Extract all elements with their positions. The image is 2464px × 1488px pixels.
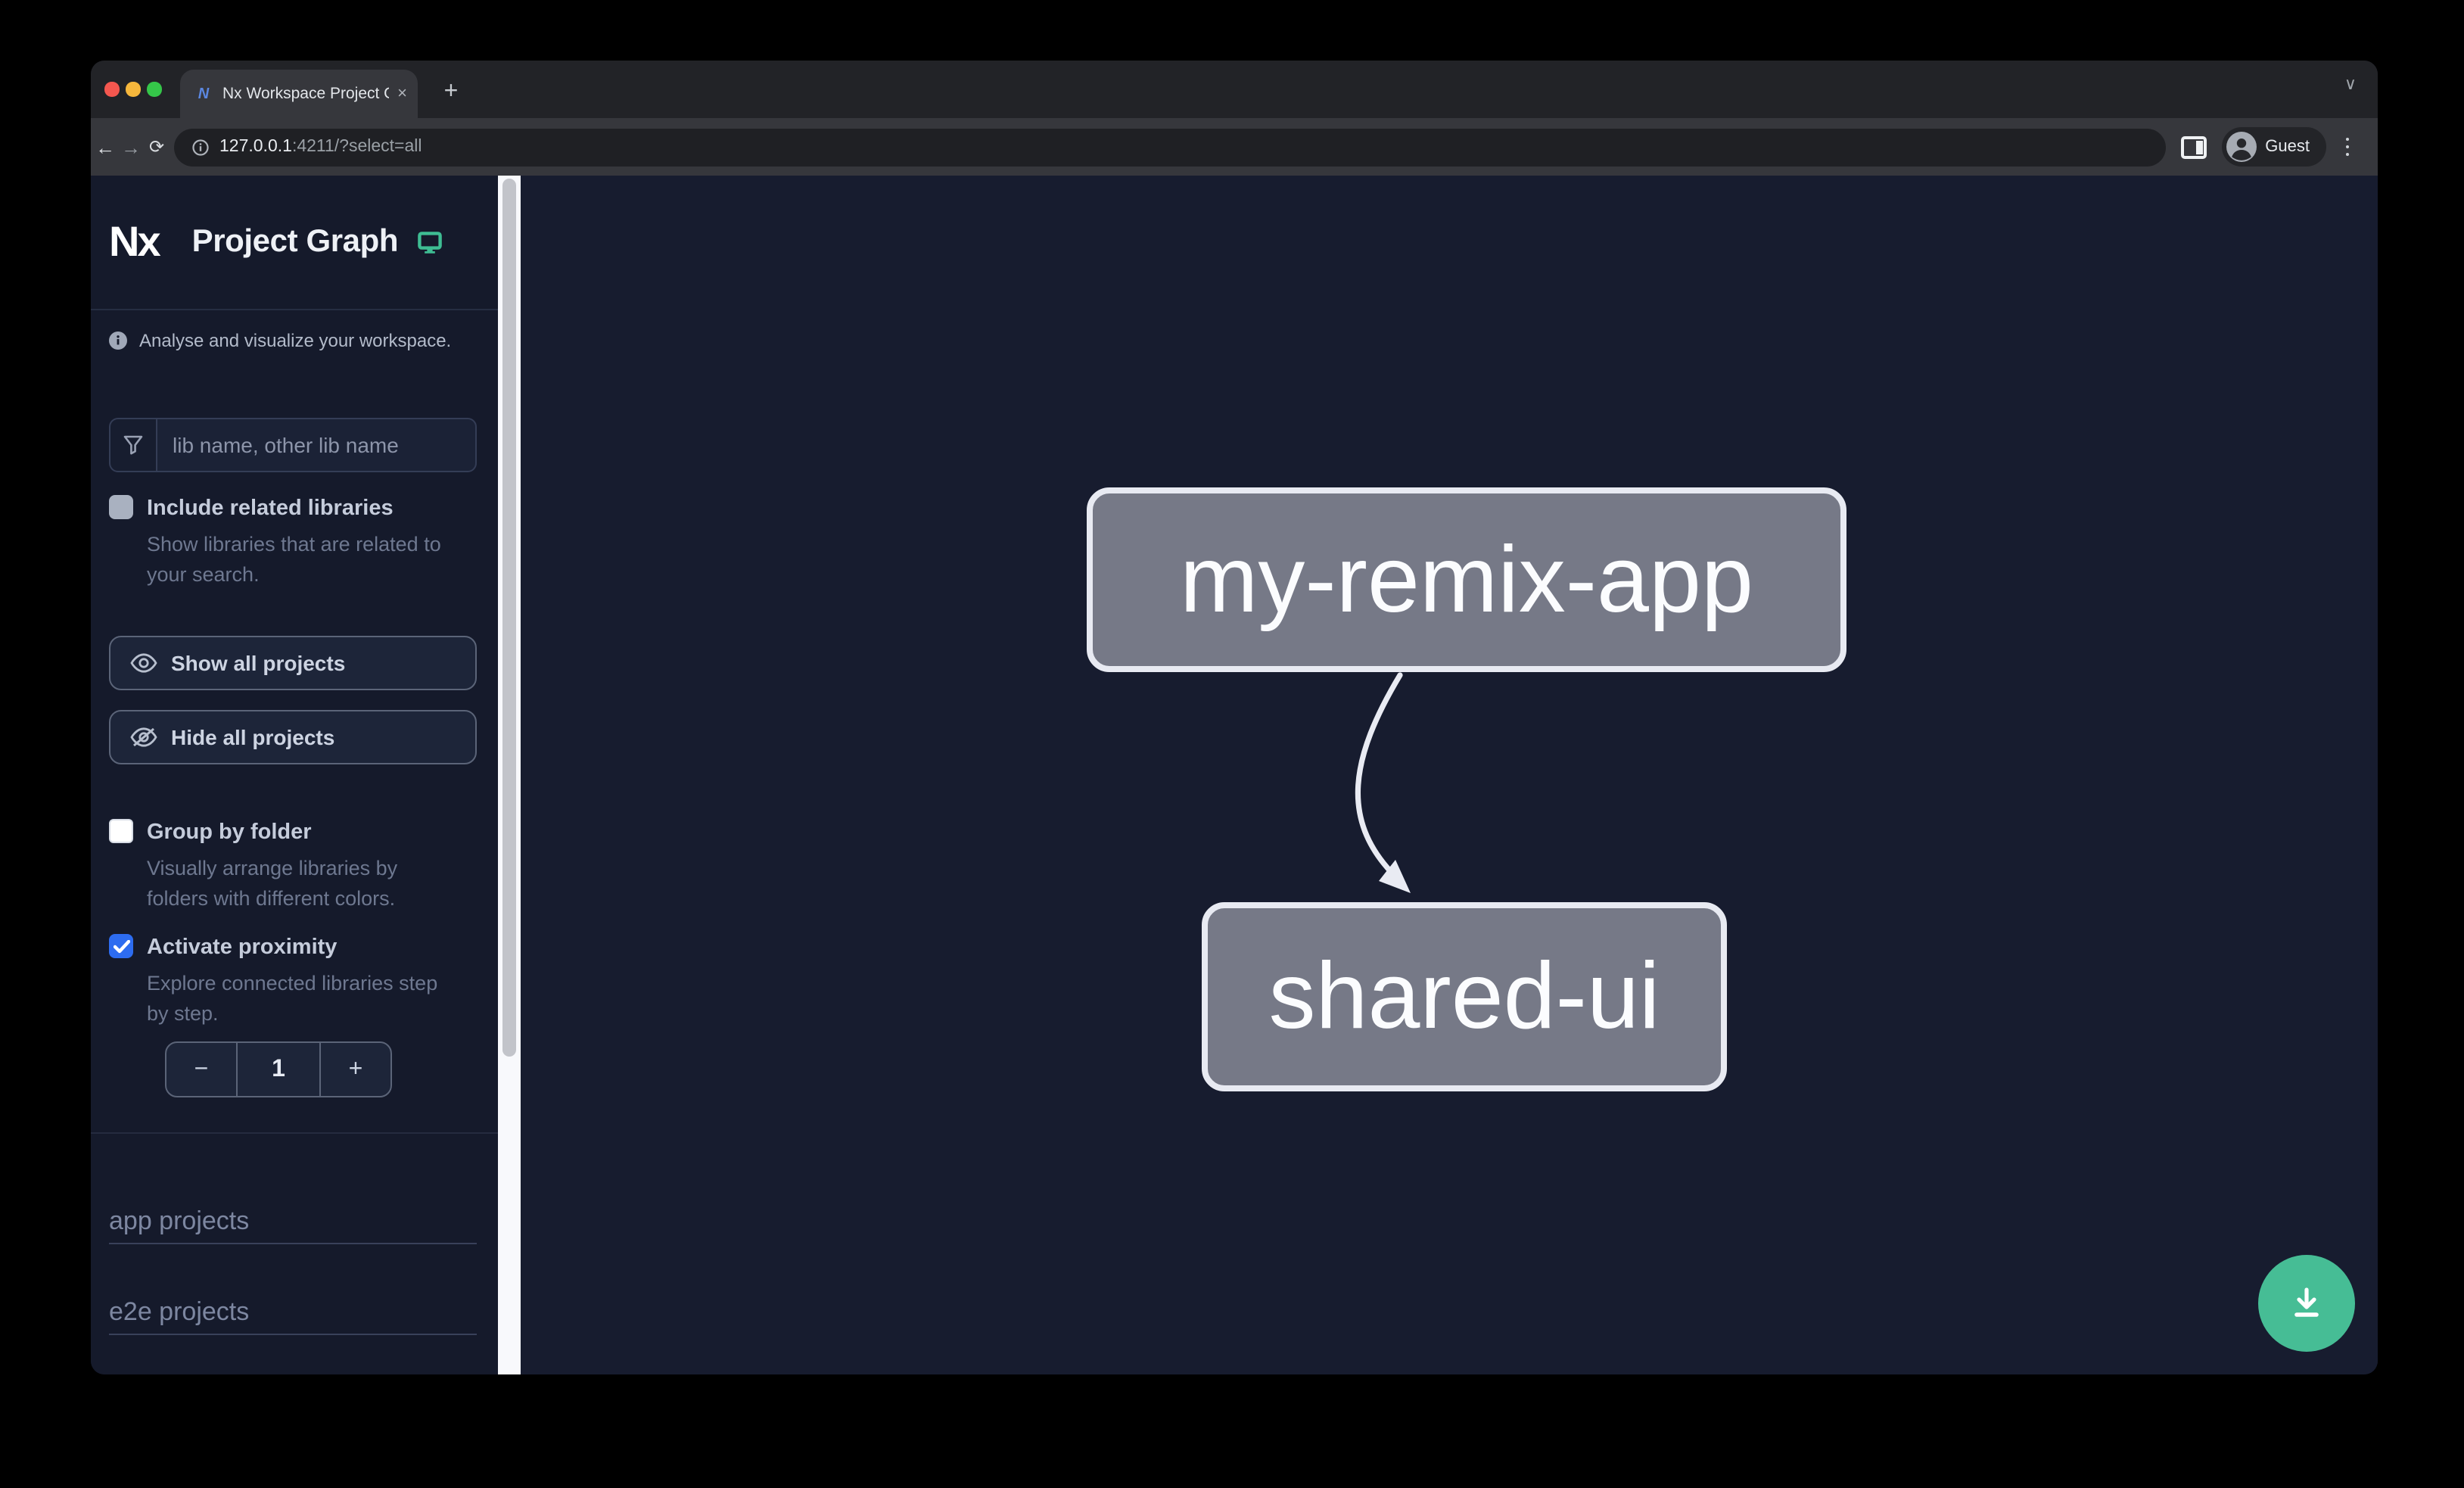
proximity-depth-stepper: − 1 + (165, 1041, 392, 1097)
show-all-projects-button[interactable]: Show all projects (109, 636, 477, 690)
url-text: 127.0.0.1:4211/?select=all (219, 138, 422, 156)
download-graph-button[interactable] (2258, 1255, 2355, 1352)
window-controls (104, 82, 161, 96)
reload-button[interactable]: ⟳ (148, 136, 165, 157)
profile-label: Guest (2265, 138, 2310, 156)
graph-canvas[interactable]: my-remix-app shared-ui (521, 176, 2378, 1374)
zoom-window-button[interactable] (147, 82, 161, 96)
option-label: Group by folder (147, 820, 312, 845)
filter-icon (110, 419, 157, 471)
increment-button[interactable]: + (348, 1056, 363, 1082)
download-icon (2294, 1287, 2319, 1317)
page-content: Nx Project Graph Analy (91, 176, 2378, 1374)
button-label: Show all projects (171, 651, 346, 675)
close-tab-icon[interactable]: × (397, 84, 407, 102)
tagline-text: Analyse and visualize your workspace. (139, 330, 452, 351)
eye-icon (130, 653, 157, 673)
depth-value: 1 (236, 1043, 321, 1096)
option-include-related: Include related libraries Show libraries… (109, 495, 477, 589)
graph-node-shared-ui[interactable]: shared-ui (1202, 902, 1727, 1091)
project-visibility-buttons: Show all projects Hide all projects (109, 636, 477, 764)
option-description: Show libraries that are related to your … (147, 533, 441, 585)
hide-all-projects-button[interactable]: Hide all projects (109, 710, 477, 764)
sidebar-scrollbar[interactable] (498, 176, 521, 1374)
nx-favicon-icon: N (198, 86, 210, 102)
profile-button[interactable]: Guest (2221, 127, 2326, 167)
avatar-icon (2226, 132, 2257, 162)
scrollbar-thumb[interactable] (502, 179, 516, 1057)
tagline-row: Analyse and visualize your workspace. (109, 330, 477, 351)
search-input[interactable] (157, 419, 475, 471)
section-app-projects[interactable]: app projects (109, 1206, 477, 1244)
close-window-button[interactable] (104, 82, 119, 96)
tab-title: Nx Workspace Project Graph (222, 85, 388, 103)
option-activate-proximity: Activate proximity Explore connected lib… (109, 934, 477, 1028)
browser-window: N Nx Workspace Project Graph × + ∨ ← → ⟳… (91, 61, 2378, 1374)
section-e2e-projects[interactable]: e2e projects (109, 1297, 477, 1335)
include-related-checkbox[interactable] (109, 495, 133, 519)
section-divider (91, 1132, 498, 1134)
activate-proximity-checkbox[interactable] (109, 934, 133, 958)
info-icon (109, 332, 127, 350)
group-by-folder-checkbox[interactable] (109, 819, 133, 843)
search-box (109, 418, 477, 472)
site-info-icon[interactable] (192, 139, 209, 155)
forward-button[interactable]: → (121, 135, 141, 158)
option-description: Visually arrange libraries by folders wi… (147, 857, 398, 909)
tab-strip: N Nx Workspace Project Graph × + ∨ (91, 61, 2378, 118)
option-group-by-folder: Group by folder Visually arrange librari… (109, 819, 477, 913)
back-button[interactable]: ← (95, 135, 115, 158)
browser-toolbar: ← → ⟳ 127.0.0.1:4211/?select=all (91, 118, 2378, 176)
sidebar: Nx Project Graph Analy (91, 176, 498, 1374)
url-path: :4211/?select=all (291, 138, 422, 156)
edge-my-remix-app-to-shared-ui (1355, 672, 1411, 893)
new-tab-button[interactable]: + (443, 79, 459, 104)
graph-node-my-remix-app[interactable]: my-remix-app (1087, 487, 1846, 672)
browser-menu-button[interactable] (2340, 137, 2355, 157)
page-title: Project Graph (191, 224, 399, 259)
check-icon (113, 939, 129, 953)
monitor-icon (418, 231, 442, 254)
option-label: Include related libraries (147, 497, 394, 521)
url-host: 127.0.0.1 (219, 138, 292, 156)
button-label: Hide all projects (171, 725, 335, 749)
address-bar[interactable]: 127.0.0.1:4211/?select=all (174, 128, 2166, 166)
sidebar-header: Nx Project Graph (91, 176, 498, 310)
eye-off-icon (130, 727, 157, 747)
nx-logo: Nx (109, 218, 161, 265)
tab-nx-workspace-project-graph[interactable]: N Nx Workspace Project Graph × (180, 70, 418, 118)
option-description: Explore connected libraries step by step… (147, 972, 438, 1024)
minimize-window-button[interactable] (126, 82, 140, 96)
decrement-button[interactable]: − (194, 1056, 209, 1082)
tab-overview-chevron-icon[interactable]: ∨ (2344, 76, 2357, 94)
side-panel-icon[interactable] (2180, 135, 2207, 158)
option-label: Activate proximity (147, 935, 338, 960)
